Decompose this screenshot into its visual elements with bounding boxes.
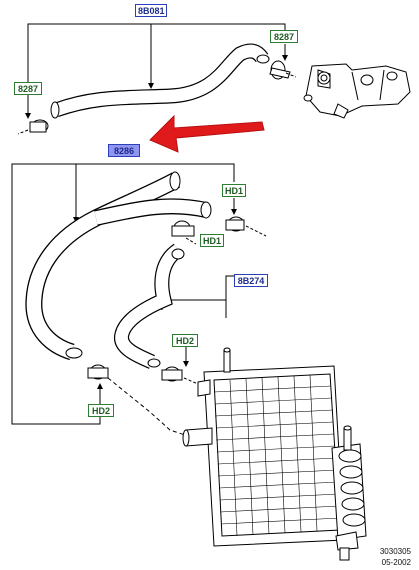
callout-hose-group[interactable]: 8286 [108,144,140,157]
clip-hd2-left [87,364,189,437]
clip-hd1-top [225,216,267,237]
middle-hose [94,198,212,226]
callout-clip-hd1-top[interactable]: HD1 [222,184,246,197]
left-hose [25,171,181,361]
clip-upper-left [17,119,49,135]
callout-clip-hd2-left[interactable]: HD2 [88,404,114,417]
leader-lines-lower [11,163,237,425]
red-arrow-icon [149,114,265,153]
clip-upper-right [269,60,297,80]
callout-hose-lower[interactable]: 8B274 [234,274,268,287]
lower-hose [114,243,185,369]
callout-clip-hd1-mid[interactable]: HD1 [200,234,224,247]
part-number: 3030305 [379,547,411,556]
diagram-date: 05-2002 [381,558,411,567]
clip-hd1-mid [171,220,197,245]
leader-lines-upper [25,23,288,119]
callout-clip-upper-left[interactable]: 8287 [14,82,42,95]
callout-clip-upper-right[interactable]: 8287 [270,30,298,43]
callout-clip-hd2-right[interactable]: HD2 [172,334,198,347]
thermostat-housing [303,63,411,119]
callout-hose-upper[interactable]: 8B081 [135,4,167,17]
upper-hose [50,43,270,119]
clip-hd2-right [161,366,199,385]
heater-core [182,347,367,561]
